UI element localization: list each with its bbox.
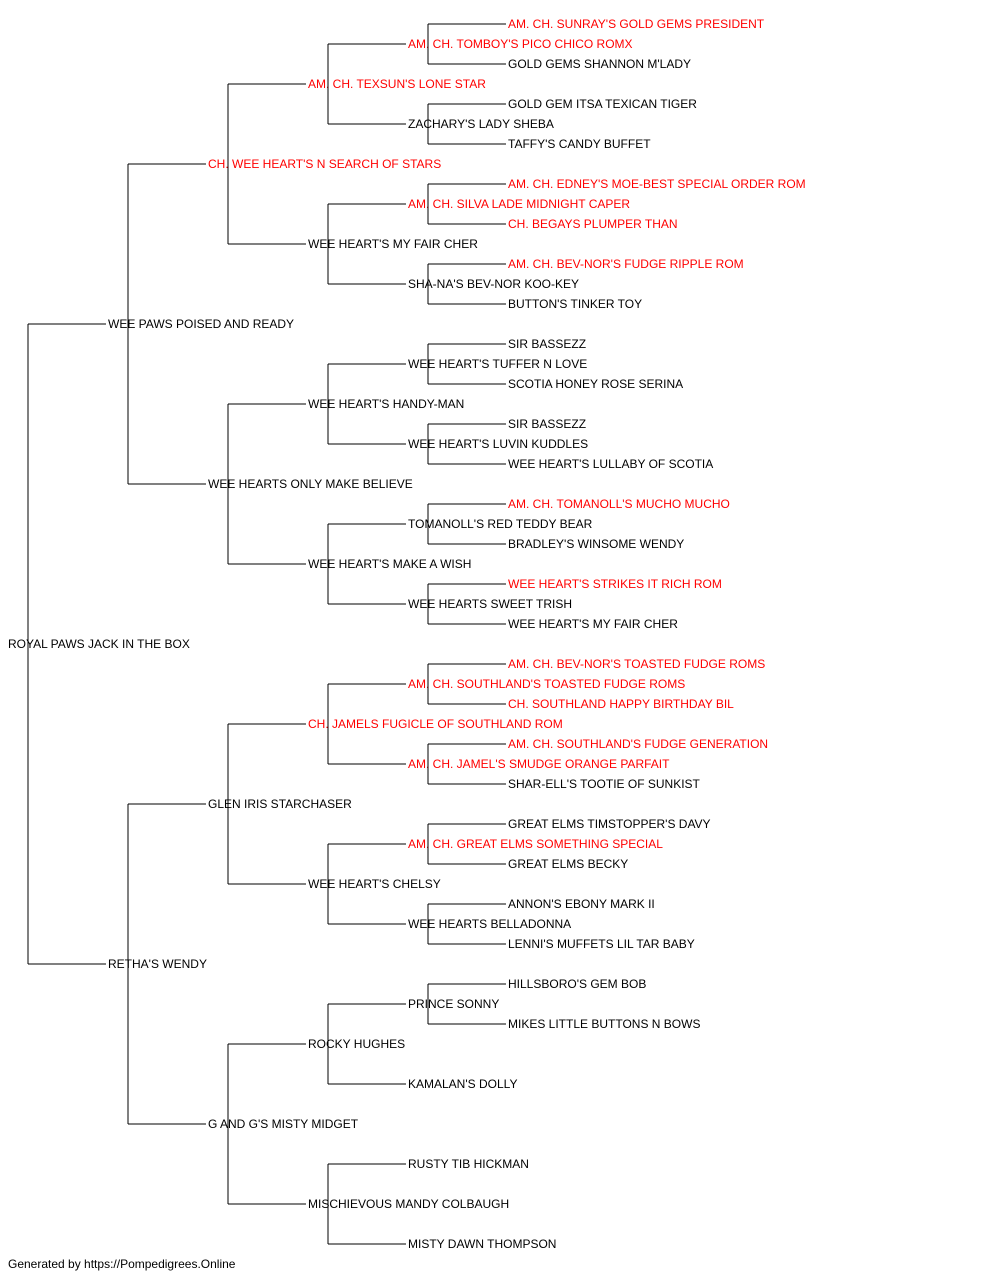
- footer-credit: Generated by https://Pompedigrees.Online: [8, 1257, 236, 1271]
- ancestor-name: MISTY DAWN THOMPSON: [408, 1237, 556, 1250]
- ancestor-name: AM. CH. BEV-NOR'S FUDGE RIPPLE ROM: [508, 257, 744, 271]
- ancestor-name: WEE HEART'S HANDY-MAN: [308, 397, 464, 411]
- ancestor-name: TOMANOLL'S RED TEDDY BEAR: [408, 517, 593, 531]
- ancestor-name: RETHA'S WENDY: [108, 957, 207, 971]
- ancestor-name: G AND G'S MISTY MIDGET: [208, 1117, 359, 1131]
- ancestor-name: ANNON'S EBONY MARK II: [508, 897, 655, 911]
- ancestor-name: CH. JAMELS FUGICLE OF SOUTHLAND ROM: [308, 717, 563, 731]
- ancestor-name: LENNI'S MUFFETS LIL TAR BABY: [508, 937, 695, 951]
- ancestor-name: WEE HEART'S MY FAIR CHER: [308, 237, 478, 251]
- ancestor-name: SHA-NA'S BEV-NOR KOO-KEY: [408, 277, 579, 291]
- ancestor-name: GOLD GEM ITSA TEXICAN TIGER: [508, 97, 697, 111]
- ancestor-name: AM. CH. BEV-NOR'S TOASTED FUDGE ROMS: [508, 657, 765, 671]
- ancestor-name: WEE HEARTS SWEET TRISH: [408, 597, 572, 611]
- ancestor-name: AM. CH. SOUTHLAND'S FUDGE GENERATION: [508, 737, 768, 751]
- ancestor-name: AM. CH. EDNEY'S MOE-BEST SPECIAL ORDER R…: [508, 177, 806, 191]
- ancestor-name: GREAT ELMS BECKY: [508, 857, 628, 871]
- ancestor-name: WEE HEART'S LULLABY OF SCOTIA: [508, 457, 713, 471]
- ancestor-name: BUTTON'S TINKER TOY: [508, 297, 642, 311]
- pedigree-tree: ROYAL PAWS JACK IN THE BOX WEE PAWS POISE…: [8, 17, 806, 1250]
- ancestor-name: HILLSBORO'S GEM BOB: [508, 977, 646, 991]
- ancestor-name: WEE HEARTS ONLY MAKE BELIEVE: [208, 477, 413, 491]
- ancestor-name: WEE HEART'S STRIKES IT RICH ROM: [508, 577, 722, 591]
- ancestor-name: PRINCE SONNY: [408, 997, 499, 1011]
- ancestor-name: AM. CH. SOUTHLAND'S TOASTED FUDGE ROMS: [408, 677, 685, 691]
- ancestor-name: AM. CH. TOMBOY'S PICO CHICO ROMX: [408, 37, 633, 51]
- ancestor-name: WEE HEART'S TUFFER N LOVE: [408, 357, 587, 371]
- ancestor-name: SIR BASSEZZ: [508, 337, 586, 351]
- ancestor-name: WEE HEARTS BELLADONNA: [408, 917, 571, 931]
- ancestor-name: MIKES LITTLE BUTTONS N BOWS: [508, 1017, 700, 1031]
- ancestor-name: AM. CH. SILVA LADE MIDNIGHT CAPER: [408, 197, 630, 211]
- ancestor-name: ROCKY HUGHES: [308, 1037, 405, 1051]
- ancestor-name: AM. CH. GREAT ELMS SOMETHING SPECIAL: [408, 837, 663, 851]
- ancestor-name: GREAT ELMS TIMSTOPPER'S DAVY: [508, 817, 711, 831]
- ancestor-name: CH. BEGAYS PLUMPER THAN: [508, 217, 678, 231]
- ancestor-name: CH. WEE HEART'S N SEARCH OF STARS: [208, 157, 441, 171]
- ancestor-name: RUSTY TIB HICKMAN: [408, 1157, 529, 1171]
- ancestor-name: BRADLEY'S WINSOME WENDY: [508, 537, 684, 551]
- ancestor-name: WEE PAWS POISED AND READY: [108, 317, 294, 331]
- ancestor-name: AM. CH. SUNRAY'S GOLD GEMS PRESIDENT: [508, 17, 765, 31]
- ancestor-name: WEE HEART'S MY FAIR CHER: [508, 617, 678, 631]
- ancestor-name: WEE HEART'S LUVIN KUDDLES: [408, 437, 588, 451]
- subject-dog-name: ROYAL PAWS JACK IN THE BOX: [8, 637, 190, 651]
- ancestor-name: GOLD GEMS SHANNON M'LADY: [508, 57, 691, 71]
- ancestor-name: SCOTIA HONEY ROSE SERINA: [508, 377, 683, 391]
- ancestor-name: AM. CH. JAMEL'S SMUDGE ORANGE PARFAIT: [408, 757, 670, 771]
- ancestor-name: WEE HEART'S CHELSY: [308, 877, 441, 891]
- ancestor-name: SIR BASSEZZ: [508, 417, 586, 431]
- ancestor-name: WEE HEART'S MAKE A WISH: [308, 557, 471, 571]
- ancestor-name: MISCHIEVOUS MANDY COLBAUGH: [308, 1197, 509, 1211]
- ancestor-name: KAMALAN'S DOLLY: [408, 1077, 517, 1091]
- ancestor-name: AM. CH. TOMANOLL'S MUCHO MUCHO: [508, 497, 730, 511]
- ancestor-name: AM. CH. TEXSUN'S LONE STAR: [308, 77, 486, 91]
- ancestor-name: ZACHARY'S LADY SHEBA: [408, 117, 554, 131]
- ancestor-name: TAFFY'S CANDY BUFFET: [508, 137, 651, 151]
- ancestor-name: GLEN IRIS STARCHASER: [208, 797, 352, 811]
- ancestor-name: SHAR-ELL'S TOOTIE OF SUNKIST: [508, 777, 701, 791]
- ancestor-name: CH. SOUTHLAND HAPPY BIRTHDAY BIL: [508, 697, 734, 711]
